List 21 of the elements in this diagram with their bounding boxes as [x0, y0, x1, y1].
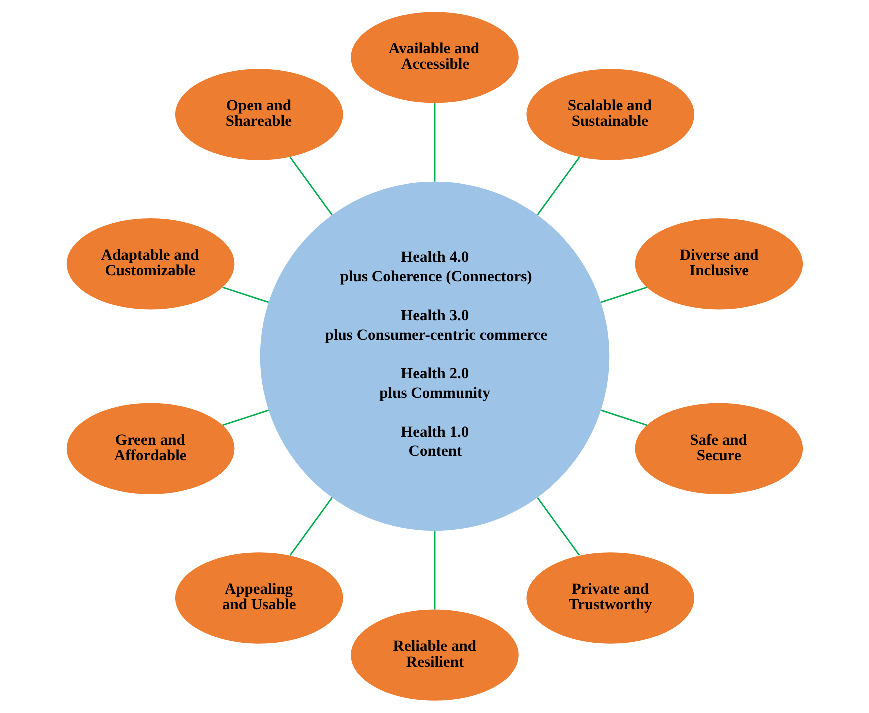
node-circle: Health 4.0 plus Coherence (Connectors) Health 3.0 plus Consumer-centric commerce Health 2.0 plus Community Health 1.0 Content — [260, 182, 610, 532]
node-ellipse: Safe and Secure — [634, 403, 803, 494]
connector — [536, 497, 580, 556]
connector — [434, 531, 436, 610]
node-ellipse: Available and Accessible — [350, 12, 518, 104]
node-ellipse: Green and Affordable — [66, 403, 234, 494]
connector — [434, 103, 436, 182]
connector — [536, 156, 580, 216]
node-ellipse: Diverse and Inclusive — [634, 218, 803, 310]
node-ellipse: Scalable and Sustainable — [526, 69, 694, 160]
connector — [289, 156, 332, 216]
connector — [600, 286, 647, 304]
connector — [600, 410, 647, 426]
node-ellipse: Open and Shareable — [174, 69, 343, 160]
connector — [289, 497, 332, 556]
connector — [222, 410, 269, 426]
node-ellipse: Reliable and Resilient — [350, 610, 518, 701]
node-ellipse: Appealing and Usable — [174, 552, 343, 644]
connector — [222, 286, 269, 304]
node-ellipse: Adaptable and Customizable — [66, 218, 234, 310]
node-ellipse: Private and Trustworthy — [526, 552, 694, 644]
